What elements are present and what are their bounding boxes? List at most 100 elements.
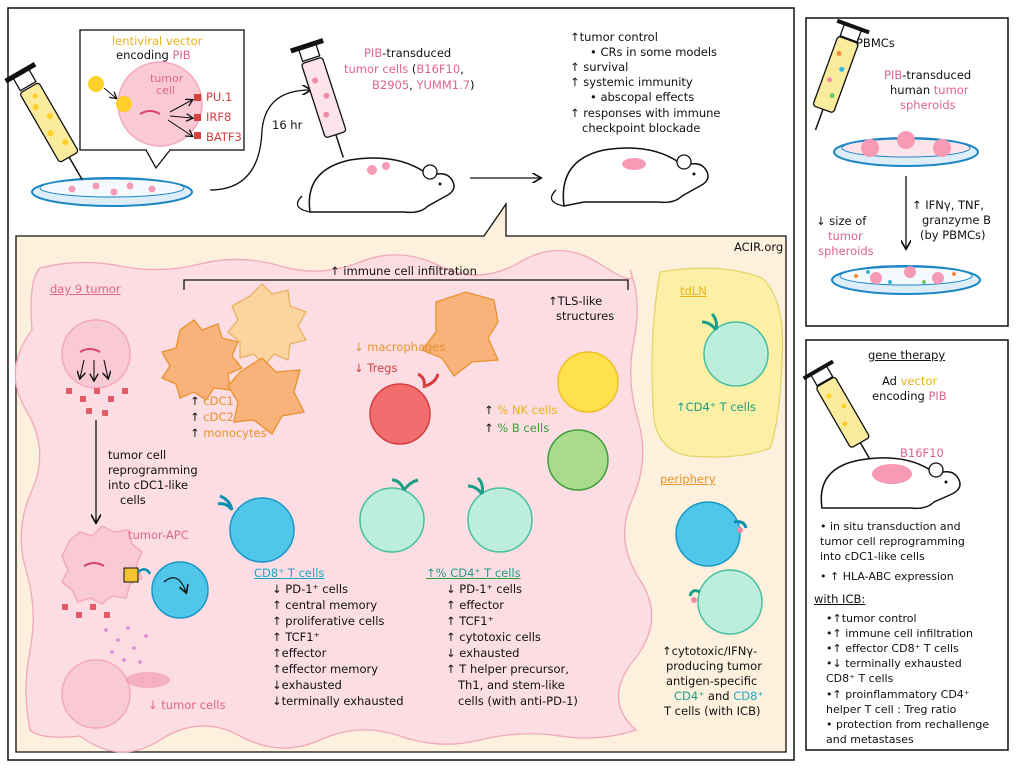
icb-3: •↑ effector CD8⁺ T cells: [826, 642, 959, 655]
infiltration-label: ↑ immune cell infiltration: [330, 264, 477, 278]
gt-bullet-1: • in situ transduction and: [820, 520, 961, 533]
per-cd4: CD4⁺: [674, 689, 705, 703]
mouse1-title: PIB-transduced: [364, 46, 451, 60]
human-panel-frame: [805, 17, 1009, 327]
icb-8: • protection from rechallenge: [826, 718, 990, 731]
mouse-2: [550, 147, 709, 207]
macrophages-label: ↓ macrophages: [354, 340, 445, 354]
icb-5: CD8⁺ T cells: [826, 672, 894, 685]
gt-bullet-2: tumor cell reprogramming: [820, 535, 965, 548]
cd8-item-6: ↑effector memory: [272, 662, 379, 676]
cd4-title: ↑% CD4⁺ T cells: [426, 566, 521, 580]
factor-pu1: PU.1: [206, 90, 233, 104]
outcome-7: checkpoint blockade: [582, 121, 701, 135]
cd4-item-8: cells (with anti-PD-1): [458, 694, 578, 708]
mouse1-cells-2: B2905, YUMM1.7): [372, 78, 475, 92]
cd4-item-4: ↑ cytotoxic cells: [446, 630, 541, 644]
size-label-3: spheroids: [818, 244, 874, 258]
cd4-title-text: ↑% CD4⁺ T cells: [426, 566, 521, 580]
inset-vector-label: lentiviral vector: [112, 34, 203, 48]
pbmcs-label: PBMCs: [856, 36, 895, 50]
cd8-item-2: ↑ central memory: [272, 598, 378, 612]
time-label: 16 hr: [272, 118, 303, 132]
spheroid-label-1: PIB-transduced: [884, 68, 971, 82]
dc-line-1: ↑ cDC1: [190, 394, 234, 408]
periphery-l5: T cells (with ICB): [664, 704, 761, 718]
cd8-item-8: ↓terminally exhausted: [272, 694, 404, 708]
outcome-6: ↑ responses with immune: [570, 106, 721, 120]
cdc1-label: cDC1: [203, 394, 234, 408]
gt-bullet-3: into cDC1-like cells: [820, 550, 925, 563]
cd4-item-5: ↓ exhausted: [446, 646, 520, 660]
periphery-l1: ↑cytotoxic/IFNγ-: [662, 644, 758, 658]
reprogram-1: tumor cell: [108, 448, 167, 462]
cd8-item-5: ↑effector: [272, 646, 327, 660]
nk-arrow: ↑: [484, 403, 498, 417]
encoding-text: encoding: [116, 48, 173, 62]
m1-comma2: ,: [409, 78, 417, 92]
size-label-1: ↓ size of: [816, 214, 867, 228]
outcome-1: ↑tumor control: [570, 30, 658, 44]
nk-text: % NK cells: [497, 403, 558, 417]
b-label: ↑ % B cells: [484, 421, 549, 435]
dc-arrow-2: ↑: [190, 410, 204, 424]
gt-encoding: encoding: [872, 389, 929, 403]
gt-pib: PIB: [928, 389, 947, 403]
tdln-cd4-label: ↑CD4⁺ T cells: [676, 400, 756, 414]
cd8-item-7: ↓exhausted: [272, 678, 342, 692]
mouse-1: [296, 157, 455, 214]
cd4-item-3: ↑ TCF1⁺: [446, 614, 494, 628]
reprogram-4: cells: [120, 493, 146, 507]
tdln-cd4-text: ↑CD4⁺ T cells: [676, 400, 757, 414]
cd4-item-7: Th1, and stem-like: [458, 678, 565, 692]
b-text: % B cells: [497, 421, 550, 435]
tls-label-1: ↑TLS-like: [548, 294, 603, 308]
icb-9: and metastases: [826, 733, 914, 746]
tregs-label: ↓ Tregs: [354, 361, 397, 375]
nk-label: ↑ % NK cells: [484, 403, 557, 417]
vector-text: vector: [900, 374, 938, 388]
m1-paren-close: ): [470, 78, 475, 92]
with-icb-title: with ICB:: [814, 592, 866, 606]
size-label-2: tumor: [828, 229, 863, 243]
monocytes-label: monocytes: [203, 426, 267, 440]
icb-1: •↑tumor control: [826, 612, 917, 625]
per-and: and: [704, 689, 734, 703]
day9-label: day 9 tumor: [50, 282, 121, 296]
cd8-title: CD8⁺ T cells: [254, 566, 325, 580]
inset-encoding-label: encoding PIB: [116, 48, 191, 62]
mouse-3: [820, 457, 961, 510]
encoding-label: encoding PIB: [872, 389, 947, 403]
sph-transduced: -transduced: [902, 68, 972, 82]
m1-b2905: B2905: [372, 78, 410, 92]
ad-text: Ad: [882, 374, 901, 388]
m1-pib: PIB: [364, 46, 383, 60]
dc-line-2: ↑ cDC2: [190, 410, 234, 424]
outcome-2: • CRs in some models: [590, 45, 718, 59]
icb-2: •↑ immune cell infiltration: [826, 627, 973, 640]
pib-text: PIB: [172, 48, 191, 62]
dc-arrow-1: ↑: [190, 394, 204, 408]
tregs-text: ↓ Tregs: [354, 361, 398, 375]
inset-cell-label-2: cell: [156, 84, 175, 97]
reprogram-2: reprogramming: [108, 463, 198, 477]
dc-line-3: ↑ monocytes: [190, 426, 267, 440]
tls-label-2: structures: [556, 309, 615, 323]
main-frame: [7, 7, 795, 761]
tumor-cells-down-text: ↓ tumor cells: [148, 698, 226, 712]
cd8-item-3: ↑ proliferative cells: [272, 614, 385, 628]
outcome-3: ↑ survival: [570, 60, 629, 74]
dc-arrow-3: ↑: [190, 426, 204, 440]
source-label: ACIR.org: [734, 240, 784, 254]
cd8-item-4: ↑ TCF1⁺: [272, 630, 320, 644]
reprogram-3: into cDC1-like: [108, 478, 189, 492]
sph-pib: PIB: [884, 68, 903, 82]
b16-tumor-label: B16F10: [900, 446, 944, 460]
mac-text: ↓ macrophages: [354, 340, 446, 354]
m1-paren: (: [408, 62, 417, 76]
factor-batf3: BATF3: [206, 130, 242, 144]
m1-transduced: -transduced: [382, 46, 452, 60]
ad-vector-label: Ad vector: [882, 374, 937, 388]
mouse1-cells: tumor cells (B16F10,: [344, 62, 464, 76]
m1-comma: ,: [460, 62, 464, 76]
